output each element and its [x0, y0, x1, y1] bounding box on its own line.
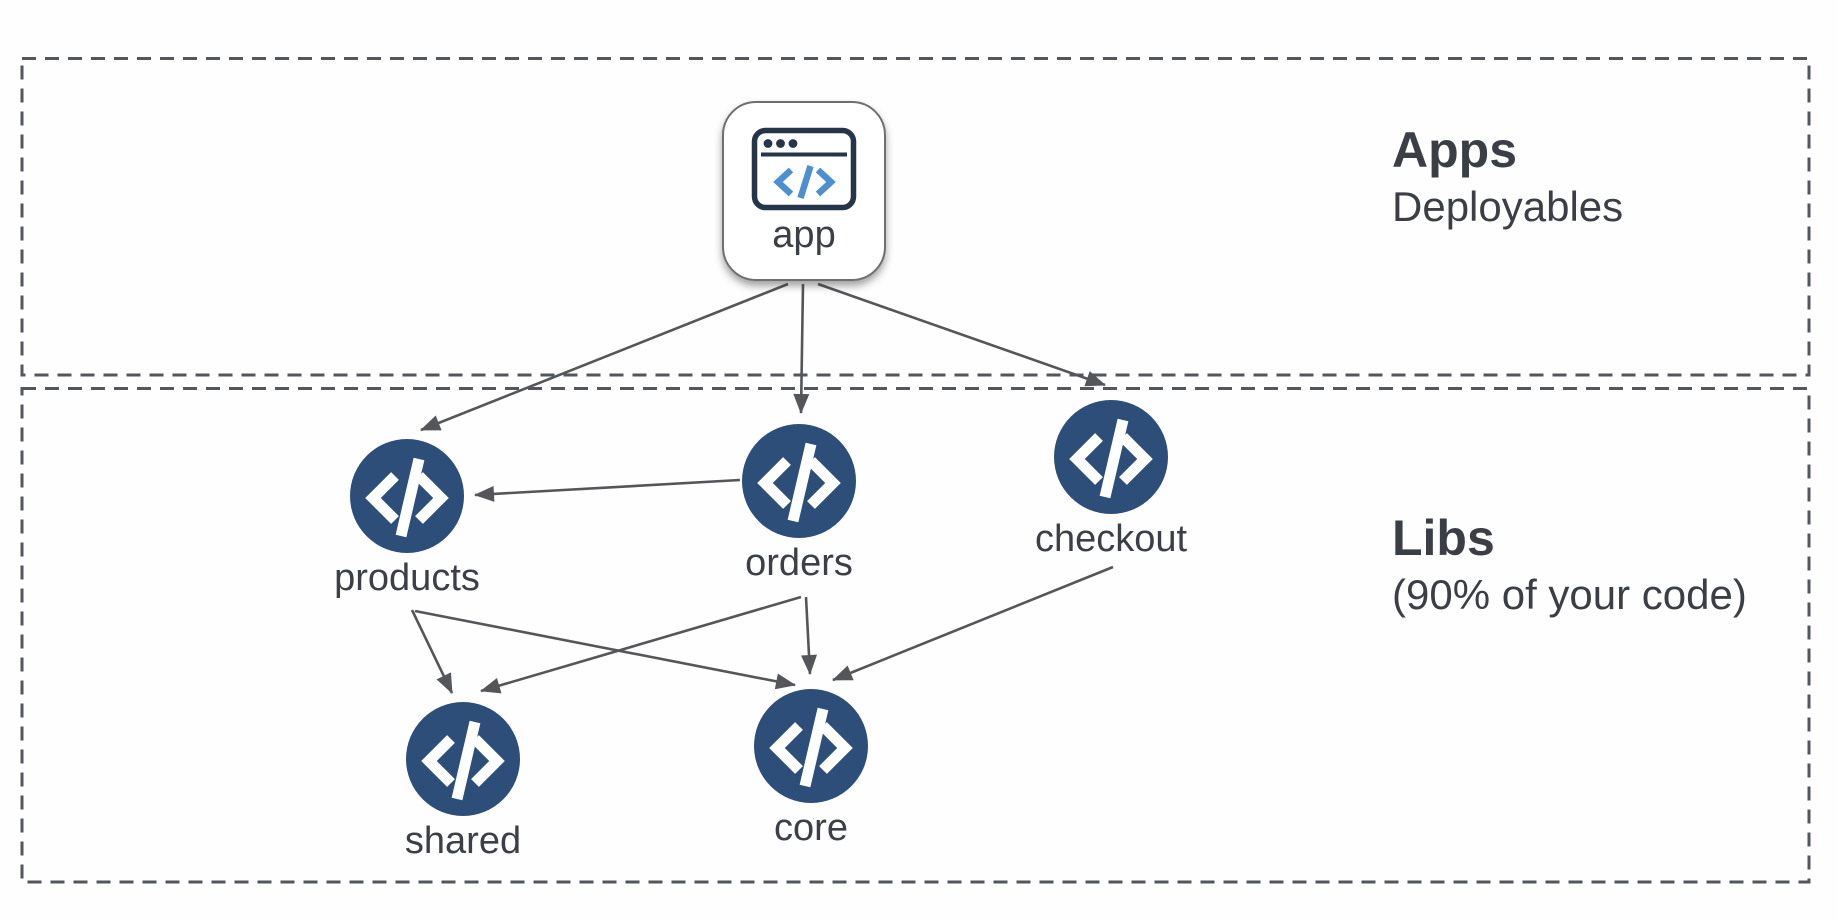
libs-region-box — [20, 387, 1811, 884]
node-core-label: core — [774, 807, 848, 849]
browser-window-icon — [751, 127, 857, 211]
node-orders: orders — [699, 424, 899, 585]
node-shared: shared — [363, 702, 563, 863]
edge-app-checkout — [817, 282, 1106, 387]
edge-orders-core — [801, 596, 818, 675]
checkout-circle — [1054, 400, 1168, 514]
code-icon — [773, 165, 836, 200]
code-icon — [769, 707, 853, 788]
edge-app-products — [420, 282, 789, 432]
orders-circle — [742, 424, 856, 538]
apps-region-label: Apps Deployables — [1392, 124, 1623, 230]
node-products-label: products — [334, 557, 480, 599]
edge-app-orders — [793, 283, 810, 414]
apps-region-box — [20, 57, 1811, 377]
edge-checkout-core — [832, 565, 1114, 682]
apps-region-title: Apps — [1392, 122, 1517, 178]
apps-region-subtitle: Deployables — [1392, 182, 1624, 230]
edge-products-core — [414, 609, 796, 690]
node-core: core — [711, 689, 911, 850]
products-circle — [350, 439, 464, 553]
libs-region-title: Libs — [1392, 510, 1495, 566]
code-icon — [757, 442, 841, 523]
node-checkout-label: checkout — [1034, 518, 1188, 560]
core-circle — [754, 689, 868, 803]
node-app-label: app — [772, 214, 836, 257]
code-icon — [365, 457, 449, 538]
edge-orders-shared — [480, 595, 802, 694]
libs-region-subtitle: (90% of your code) — [1392, 570, 1747, 618]
node-shared-label: shared — [404, 820, 522, 862]
code-icon — [421, 720, 505, 801]
libs-region-label: Libs (90% of your code) — [1392, 512, 1747, 618]
node-checkout: checkout — [1011, 400, 1211, 561]
node-app: app — [722, 101, 886, 281]
node-products: products — [307, 439, 507, 600]
edge-orders-products — [474, 478, 741, 502]
node-orders-label: orders — [745, 542, 853, 584]
edge-products-shared — [410, 609, 454, 694]
code-icon — [1069, 418, 1153, 499]
shared-circle — [406, 702, 520, 816]
